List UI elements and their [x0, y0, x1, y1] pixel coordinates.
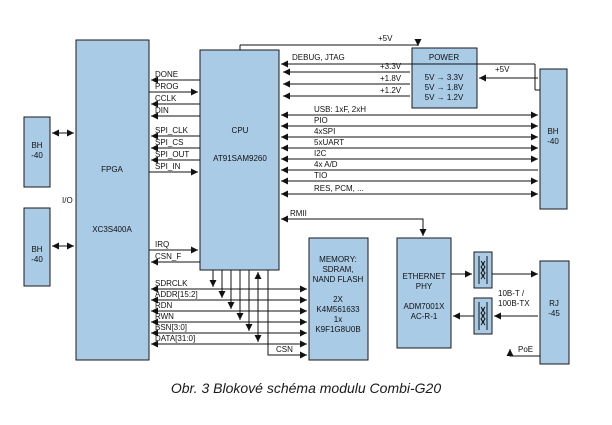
- transformer-coils-top: [480, 260, 486, 280]
- memory-label: 2X: [333, 295, 343, 304]
- bh-right-block: [539, 68, 568, 210]
- if-uart-label: 5xUART: [314, 138, 344, 147]
- signal-spi-out-label: SPI_OUT: [155, 150, 189, 159]
- ethernet-phy-block: [396, 237, 452, 349]
- rail-33-label: +3.3V: [380, 62, 402, 71]
- signal-spi-clk-label: SPI_CLK: [155, 126, 189, 135]
- power-rail-12: 5V → 1.2V: [425, 93, 464, 102]
- tx-standard-label: 100B-TX: [498, 299, 530, 308]
- if-usb-label: USB: 1xF, 2xH: [314, 105, 366, 114]
- bh-right-label: BH: [547, 127, 558, 136]
- poe-label: PoE: [518, 345, 533, 354]
- cpu-part-label: AT91SAM9260: [213, 154, 267, 163]
- memory-block: [308, 237, 369, 361]
- if-ad-label: 4x A/D: [314, 160, 338, 169]
- p5v-top-line: [240, 39, 422, 46]
- if-res-pcm-label: RES, PCM, ...: [314, 184, 364, 193]
- bus-addr-label: ADDR[15:2]: [155, 290, 198, 299]
- ethernet-label: PHY: [416, 282, 433, 291]
- if-tio-label: TIO: [314, 171, 327, 180]
- if-pio-label: PIO: [314, 116, 328, 125]
- poe-line: [506, 349, 540, 357]
- fpga-part-label: XC3S400A: [92, 225, 132, 234]
- signal-done-label: DONE: [155, 70, 178, 79]
- memory-label: MEMORY:: [319, 255, 357, 264]
- signal-prog-label: PROG: [155, 82, 179, 91]
- bh-bottom-label: BH: [31, 245, 42, 254]
- debug-jtag-label: DEBUG, JTAG: [292, 53, 345, 62]
- rail-18-label: +1.8V: [380, 74, 402, 83]
- rail-12-label: +1.2V: [380, 86, 402, 95]
- rj45-block: [539, 260, 570, 365]
- if-i2c-label: I2C: [314, 149, 327, 158]
- ethernet-label: ADM7001X: [404, 302, 446, 311]
- bus-bsn-label: BSN[3:0]: [155, 323, 187, 332]
- bus-data-label: DATA[31:0]: [155, 334, 195, 343]
- signal-spi-in-label: SPI_IN: [155, 162, 181, 171]
- bh-top-label: -40: [31, 151, 43, 160]
- signal-csn-label: CSN: [276, 345, 293, 354]
- ethernet-label: ETHERNET: [402, 272, 445, 281]
- signal-din-label: DIN: [155, 106, 169, 115]
- cpu-label: CPU: [232, 126, 249, 135]
- signal-spi-cs-label: SPI_CS: [155, 138, 183, 147]
- bus-rdn-label: RDN: [155, 301, 173, 310]
- memory-label: K4M561633: [316, 305, 360, 314]
- power-rail-33: 5V → 3.3V: [425, 73, 464, 82]
- p5v-right-label: +5V: [495, 65, 510, 74]
- memory-label: 1x: [334, 315, 342, 324]
- p5v-top-label: +5V: [378, 34, 393, 43]
- fpga-block: [75, 39, 150, 361]
- fpga-label: FPGA: [101, 165, 123, 174]
- power-block: [411, 47, 478, 109]
- transformer-windings: [478, 256, 488, 330]
- rj45-label: -45: [548, 309, 560, 318]
- rmii-label: RMII: [290, 209, 307, 218]
- bh-top-block: [23, 116, 51, 188]
- memory-label: NAND FLASH: [313, 275, 364, 284]
- bh-bottom-block: [23, 207, 51, 287]
- bus-rwn-label: RWN: [155, 312, 174, 321]
- power-rail-18: 5V → 1.8V: [425, 83, 464, 92]
- signal-csn-line: [267, 270, 307, 359]
- bh-bottom-label: -40: [31, 255, 43, 264]
- ethernet-label: AC-R-1: [411, 312, 438, 321]
- rmii-link: [281, 215, 427, 236]
- memory-label: K9F1G8U0B: [315, 325, 360, 334]
- io-label: I/O: [62, 196, 73, 205]
- rj45-label: RJ: [549, 299, 559, 308]
- signal-irq-label: IRQ: [155, 240, 169, 249]
- bh-right-label: -40: [547, 137, 559, 146]
- transformer-coils-bottom: [480, 306, 486, 326]
- bh-top-label: BH: [31, 141, 42, 150]
- bus-sdrclk-label: SDRCLK: [155, 279, 188, 288]
- signal-csn-f-label: CSN_F: [155, 252, 181, 261]
- power-label: POWER: [429, 53, 459, 62]
- figure-caption: Obr. 3 Blokové schéma modulu Combi-G20: [171, 380, 441, 396]
- if-spi-label: 4xSPI: [314, 127, 335, 136]
- signal-cclk-label: CCLK: [155, 94, 177, 103]
- memory-label: SDRAM,: [322, 265, 353, 274]
- tx-standard-label: 10B-T /: [498, 289, 525, 298]
